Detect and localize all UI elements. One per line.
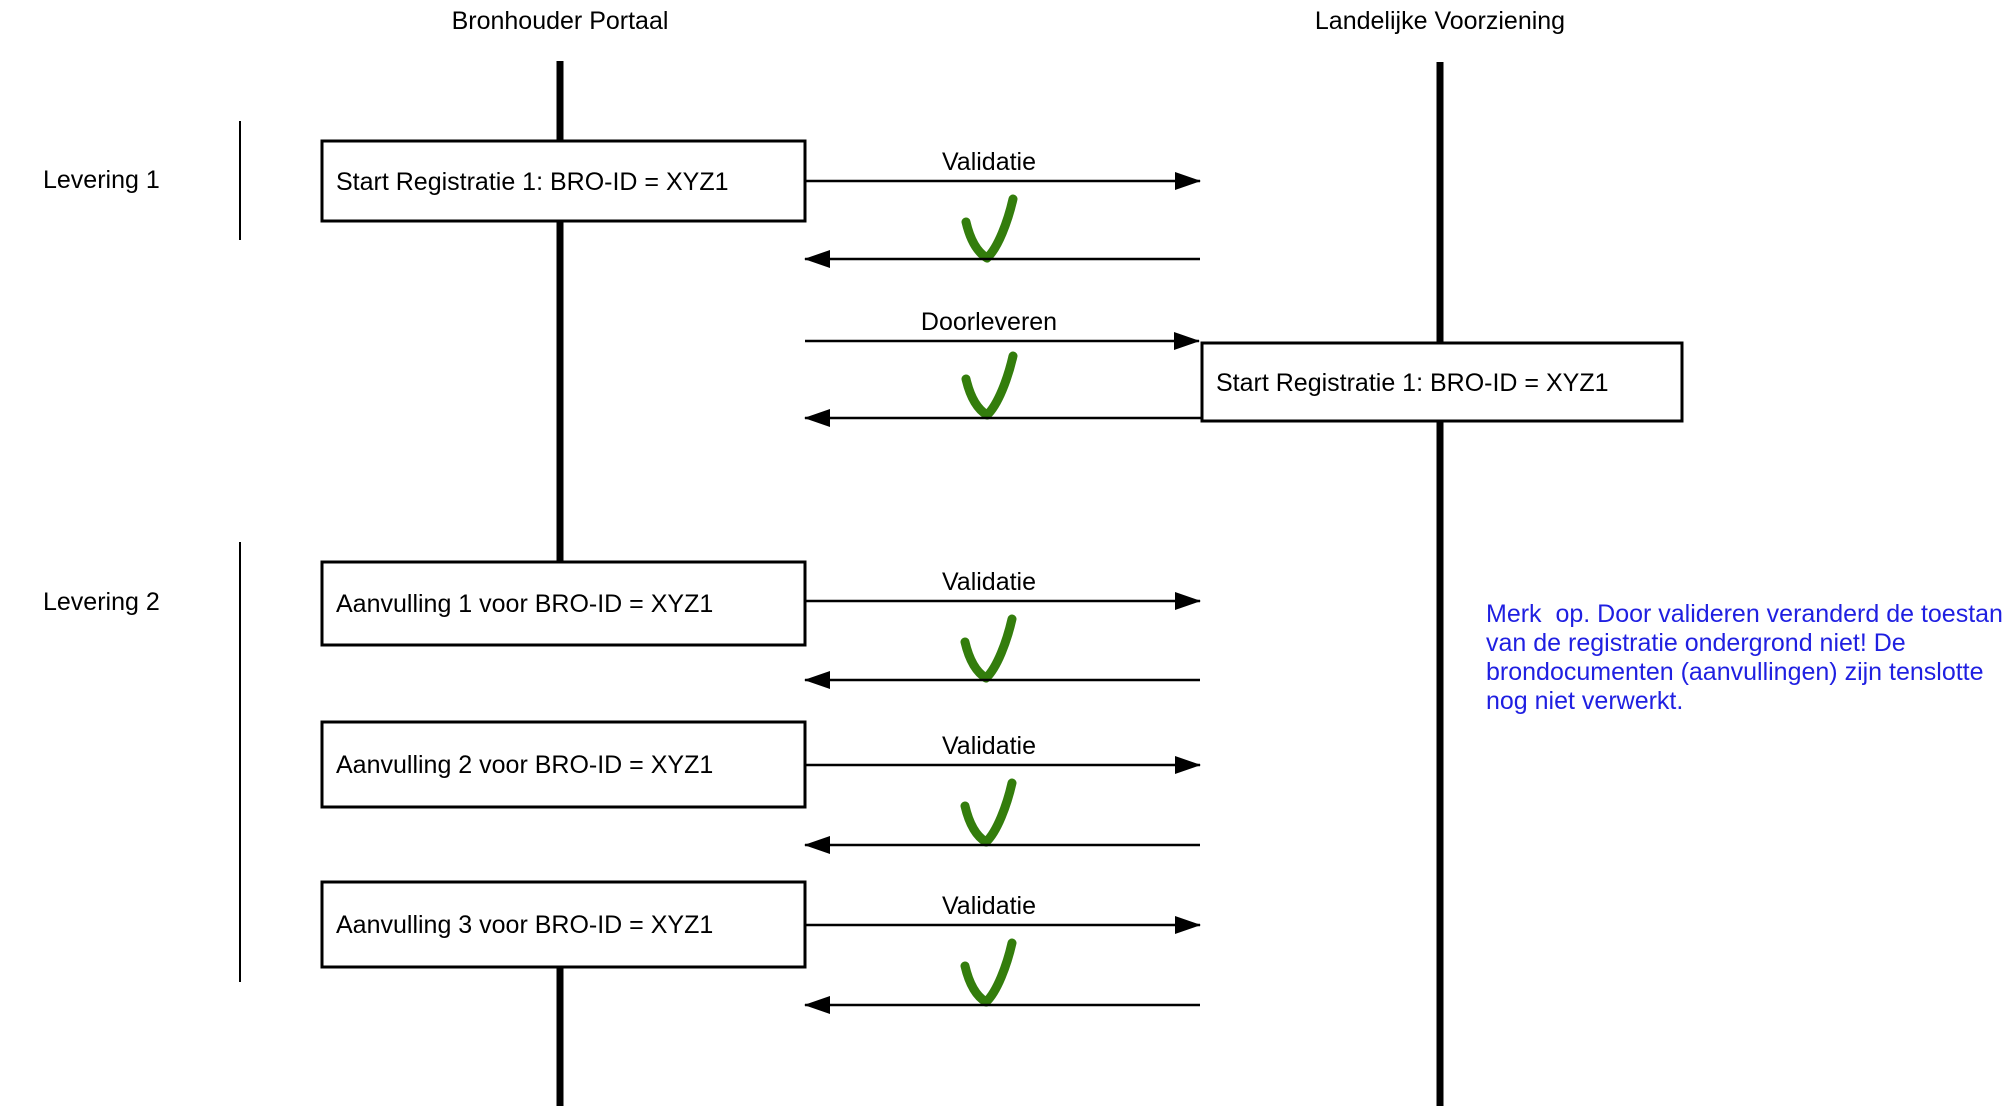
lifeline-title-landelijke-voorziening: Landelijke Voorziening <box>1315 7 1565 35</box>
box-rect <box>320 139 807 223</box>
message-validatie-2: Validatie <box>804 568 1201 689</box>
checkmark-icon <box>965 943 1012 1002</box>
box-start-registratie-landelijke-voorziening: Start Registratie 1: BRO-ID = XYZ1 <box>1200 341 1684 423</box>
lifeline-title-bronhouder-portaal: Bronhouder Portaal <box>452 7 669 35</box>
message-label: Validatie <box>942 892 1036 920</box>
levering-1-label: Levering 1 <box>43 166 160 194</box>
box-rect <box>1200 341 1684 423</box>
checkmark-icon <box>965 783 1012 842</box>
message-label: Validatie <box>942 732 1036 760</box>
levering-2-label: Levering 2 <box>43 588 160 616</box>
checkmark-icon <box>966 356 1013 415</box>
checkmark-icon <box>966 199 1013 258</box>
message-validatie-3: Validatie <box>804 732 1201 854</box>
box-text: Aanvulling 2 voor BRO-ID = XYZ1 <box>336 751 713 779</box>
note-line: Merk op. Door valideren veranderd de toe… <box>1486 600 2002 628</box>
box-rect <box>320 560 807 647</box>
message-label: Validatie <box>942 148 1036 176</box>
note-line: van de registratie ondergrond niet! De <box>1486 629 1906 657</box>
box-text: Aanvulling 3 voor BRO-ID = XYZ1 <box>336 911 713 939</box>
box-aanvulling-1: Aanvulling 1 voor BRO-ID = XYZ1 <box>320 560 807 647</box>
message-label: Doorleveren <box>921 308 1057 336</box>
box-aanvulling-3: Aanvulling 3 voor BRO-ID = XYZ1 <box>320 880 807 969</box>
box-rect <box>320 720 807 809</box>
box-start-registratie-bronhouder: Start Registratie 1: BRO-ID = XYZ1 <box>320 139 807 223</box>
note-validation-remark: Merk op. Door valideren veranderd de toe… <box>1486 600 2002 715</box>
checkmark-icon <box>965 619 1012 678</box>
box-text: Start Registratie 1: BRO-ID = XYZ1 <box>336 168 729 196</box>
box-text: Aanvulling 1 voor BRO-ID = XYZ1 <box>336 590 713 618</box>
box-aanvulling-2: Aanvulling 2 voor BRO-ID = XYZ1 <box>320 720 807 809</box>
note-line: nog niet verwerkt. <box>1486 687 1683 715</box>
message-label: Validatie <box>942 568 1036 596</box>
box-text: Start Registratie 1: BRO-ID = XYZ1 <box>1216 369 1609 397</box>
message-doorleveren: Doorleveren <box>804 308 1202 427</box>
box-rect <box>320 880 807 969</box>
note-line: brondocumenten (aanvullingen) zijn tensl… <box>1486 658 1984 686</box>
message-validatie-4: Validatie <box>804 892 1201 1014</box>
message-validatie-1: Validatie <box>804 148 1201 268</box>
